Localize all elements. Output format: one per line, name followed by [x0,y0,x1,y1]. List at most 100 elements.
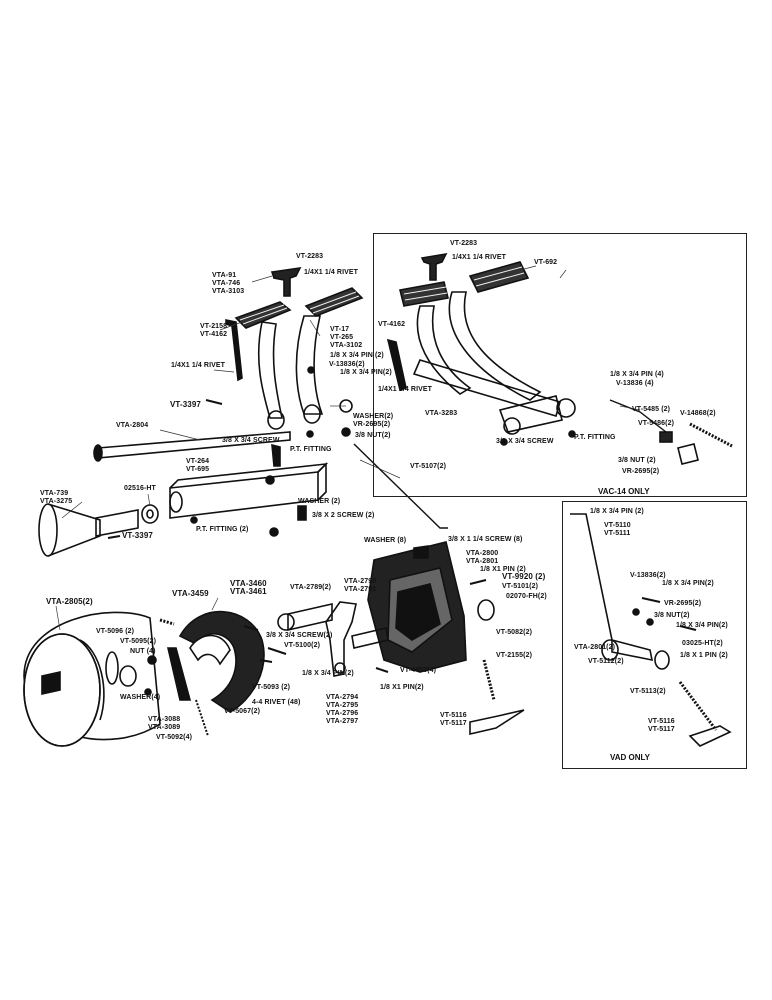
label-vr2695-vad: VR-2695(2) [664,600,702,607]
label-screw2: 3/8 X 3/4 SCREW(2) [266,632,333,639]
bracket-vt5116 [469,709,525,736]
label-washer8: WASHER (8) [364,537,407,544]
pedal-pad-vac-left [399,281,449,307]
label-pin2-vad: 1/8 X 3/4 PIN(2) [662,580,714,587]
label-vt5092: VT-5092(4) [156,734,193,741]
label-nut4: NUT (4) [130,648,156,655]
label-d2070: 02070-FH(2) [506,593,547,600]
label-vt17: VT-17 VT-265 VTA-3102 [330,326,363,349]
shaft-vta2804 [93,431,291,462]
label-ptfitting-right: P.T. FITTING [574,434,616,441]
label-vta2800: VTA-2800 VTA-2801 [466,550,499,565]
label-vt5116: VT-5116 VT-5117 [440,712,467,727]
label-nut2-right: 3/8 NUT (2) [618,457,656,464]
pin-vta2789 [287,602,333,632]
brake-shoe-vta3459 [159,610,265,713]
bracket-vt5116-vad [688,725,732,747]
label-v13836-4: V-13836 (4) [616,380,654,387]
label-pin2-c: 1/8 X1 PIN(2) [380,684,424,691]
label-rivet-right-b: 1/4X1 1/4 RIVET [378,386,433,393]
bushing-vt5082 [477,599,495,621]
label-rivet-left-mid: 1/4X1 1/4 RIVET [171,362,226,369]
label-vt692: VT-692 [534,259,558,266]
spring-vt2155 [482,659,496,701]
brake-backing-plate [367,541,467,673]
vac14-note: VAC-14 ONLY [598,487,650,496]
shaft-vta2794 [351,627,389,649]
label-vt5485: VT-5485 (2) [632,406,671,413]
label-d2516: 02516-HT [124,485,156,492]
label-vta739: VTA-739 VTA-3275 [40,490,73,505]
label-vt9920: VT-9920 (2) [502,572,546,581]
rod-vt5110 [570,513,613,641]
label-nut2-vad: 3/8 NUT(2) [654,612,690,619]
label-rivet48: 4-4 RIVET (48) [252,699,301,706]
label-rivet-right: 1/4X1 1/4 RIVET [452,254,507,261]
label-vt5101: VT-5101(2) [502,583,539,590]
label-vt3397-top: VT-3397 [170,400,201,409]
label-vt5100: VT-5100(2) [284,642,321,649]
hub-vta739 [38,503,159,557]
label-vt2155: VT-2155(2) [496,652,533,659]
cup-vt5095 [119,665,137,687]
label-vr2695-right: VR-2695(2) [622,468,660,475]
label-vta2805: VTA-2805(2) [46,597,93,606]
rod-vt2158 [225,319,243,382]
label-screw2-mid: 3/8 X 2 SCREW (2) [312,512,375,519]
bracket-vt2283-right [420,252,448,281]
label-screw8: 3/8 X 1 1/4 SCREW (8) [448,536,523,543]
label-vt5112: VT-5112(2) [588,658,624,665]
label-pin4-right: 1/8 X 3/4 PIN (4) [610,371,664,378]
label-vta2789: VTA-2789(2) [290,584,332,591]
label-vta3283: VTA-3283 [425,410,458,417]
label-vta3460: VTA-3460 VTA-3461 [230,579,267,596]
label-pin2-vad-top: 1/8 X 3/4 PIN (2) [590,508,644,515]
label-vt5107: VT-5107(2) [410,463,447,470]
label-vt5110: VT-5110 VT-5111 [604,522,631,537]
rod-vt5107 [353,443,448,529]
label-vt5082: VT-5082(2) [496,629,533,636]
pedal-pad-right [304,287,364,317]
label-v13836-vad: V-13836(2) [630,572,666,579]
label-vt3397-bot: VT-3397 [122,531,153,540]
brake-drum-vta2805 [23,611,161,747]
pedal-pad-vac-right [468,261,530,293]
label-vta2804: VTA-2804 [116,422,149,429]
label-vta3088: VTA-3088 VTA-3089 [148,716,181,731]
label-pin2-vad-b: 1/8 X 3/4 PIN(2) [676,622,728,629]
label-pin2-vad-c: 1/8 X 1 PIN (2) [680,652,728,659]
bracket-vt2283-left [270,266,302,297]
label-v14868: V-14868(2) [680,410,716,417]
label-pin2-left: 1/8 X 3/4 PIN (2) [330,352,384,359]
label-vt5486: VT-5486(2) [638,420,675,427]
label-vt264: VT-264 VT-695 [186,458,210,473]
label-vta2794: VTA-2794 VTA-2795 VTA-2796 VTA-2797 [326,694,359,725]
label-nut2-left: 3/8 NUT(2) [355,432,391,439]
pedal-arm-left [257,321,285,430]
label-washer2-left: WASHER(2) [353,413,394,420]
pivot-tube-vac [412,359,576,435]
label-vt5093: VT-5093 (2) [252,684,291,691]
label-rivet-left-top: 1/4X1 1/4 RIVET [304,269,359,276]
label-vt2158: VT-2158 VT-4162 [200,323,228,338]
label-d3025: 03025-HT(2) [682,640,723,647]
ring-vt5096 [105,651,119,685]
label-washer2-mid: WASHER (2) [298,498,341,505]
label-pin2-left-b: 1/8 X 3/4 PIN(2) [340,369,392,376]
label-vta2790: VTA-2790 VTA-2791 [344,578,377,593]
vad-box [562,501,747,769]
label-vta3459: VTA-3459 [172,589,209,598]
label-pin2-b: 1/8 X 3/4 PIN(2) [302,670,354,677]
label-vta91: VTA-91 VTA-746 VTA-3103 [212,272,245,295]
label-vt4162-right: VT-4162 [378,321,406,328]
label-vt5116-vad: VT-5116 VT-5117 [648,718,675,733]
label-vt5095: VT-5095(2) [120,638,157,645]
label-washer4: WASHER(4) [120,694,161,701]
label-vt5096: VT-5096 (2) [96,628,135,635]
label-vt5067: VT-5067(2) [224,708,261,715]
label-vta2801: VTA-2801(2) [574,644,616,651]
label-pin2-mid: 1/8 X1 PIN (2) [480,566,526,573]
label-vt4453: VT-4453(4) [400,667,437,674]
